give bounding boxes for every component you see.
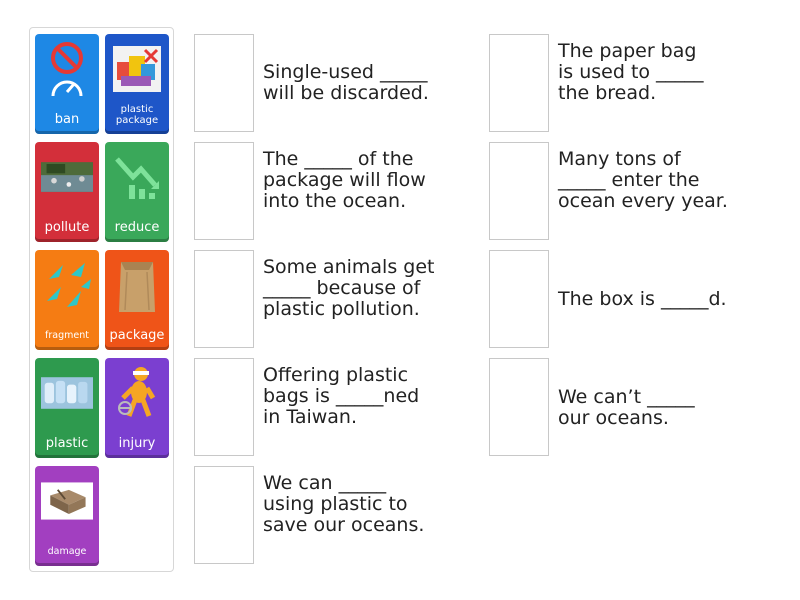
tile-pollute[interactable]: pollute	[35, 142, 99, 242]
sentence-line: Single-used _____	[263, 61, 428, 83]
sentence-8: We can’t _____ our oceans.	[558, 387, 695, 429]
damaged-box-icon	[41, 472, 93, 530]
sentence-line: is used to _____	[558, 61, 704, 83]
sentence-line: The _____ of the	[263, 148, 414, 170]
sentence-line: The paper bag	[558, 40, 697, 62]
tile-damage[interactable]: damage	[35, 466, 99, 566]
tile-label: pollute	[44, 220, 90, 235]
sentence-9: We can _____ using plastic to save our o…	[263, 473, 424, 536]
sentence-line: We can’t _____	[558, 386, 695, 408]
tile-ban[interactable]: ban	[35, 34, 99, 134]
sentence-line: plastic pollution.	[263, 298, 420, 320]
sentence-2: The paper bag is used to _____ the bread…	[558, 41, 704, 104]
drop-slot-4[interactable]	[489, 142, 549, 240]
sentence-line: the bread.	[558, 82, 657, 104]
tile-label: reduce	[114, 220, 160, 235]
sentence-line: We can _____	[263, 472, 387, 494]
sentence-line: Many tons of	[558, 148, 681, 170]
drop-slot-3[interactable]	[194, 142, 254, 240]
reduce-chart-icon	[111, 148, 163, 206]
tile-reduce[interactable]: reduce	[105, 142, 169, 242]
sentence-5: Some animals get _____ because of plasti…	[263, 257, 434, 320]
ban-icon	[41, 40, 93, 98]
tile-label: package	[109, 328, 165, 343]
fragment-icon	[41, 256, 93, 314]
sentence-line: package will flow	[263, 169, 426, 191]
sentence-line: in Taiwan.	[263, 406, 358, 428]
paper-bag-icon	[111, 256, 163, 314]
sentence-line: _____ enter the	[558, 169, 700, 191]
drop-slot-7[interactable]	[194, 358, 254, 456]
sentence-4: Many tons of _____ enter the ocean every…	[558, 149, 728, 212]
injury-figure-icon	[111, 364, 163, 422]
polluted-river-icon	[41, 148, 93, 206]
sentence-line: Offering plastic	[263, 364, 409, 386]
sentence-line: using plastic to	[263, 493, 408, 515]
sentence-7: Offering plastic bags is _____ned in Tai…	[263, 365, 419, 428]
tile-label: injury	[118, 436, 156, 451]
tile-injury[interactable]: injury	[105, 358, 169, 458]
tile-label: ban	[54, 112, 80, 127]
sentence-1: Single-used _____ will be discarded.	[263, 62, 429, 104]
sentence-line: bags is _____ned	[263, 385, 420, 407]
sentence-line: Some animals get	[263, 256, 435, 278]
tile-label: plastic	[45, 436, 89, 451]
tile-fragment[interactable]: fragment	[35, 250, 99, 350]
sentence-6: The box is _____d.	[558, 289, 727, 310]
tile-label: fragment	[45, 330, 89, 341]
tile-plastic[interactable]: plastic	[35, 358, 99, 458]
sentence-line: into the ocean.	[263, 190, 407, 212]
drop-slot-8[interactable]	[489, 358, 549, 456]
drop-slot-9[interactable]	[194, 466, 254, 564]
drop-slot-2[interactable]	[489, 34, 549, 132]
sentence-line: our oceans.	[558, 407, 669, 429]
sentence-3: The _____ of the package will flow into …	[263, 149, 426, 212]
sentence-line: _____ because of	[263, 277, 421, 299]
sentence-line: will be discarded.	[263, 82, 429, 104]
plastic-bottles-icon	[41, 364, 93, 422]
tile-package[interactable]: package	[105, 250, 169, 350]
drop-slot-6[interactable]	[489, 250, 549, 348]
tile-label: damage	[47, 546, 87, 557]
drop-slot-5[interactable]	[194, 250, 254, 348]
drop-slot-1[interactable]	[194, 34, 254, 132]
sentence-line: ocean every year.	[558, 190, 728, 212]
plastic-package-icon	[111, 40, 163, 98]
sentence-line: save our oceans.	[263, 514, 425, 536]
sentence-line: The box is _____d.	[558, 288, 727, 310]
